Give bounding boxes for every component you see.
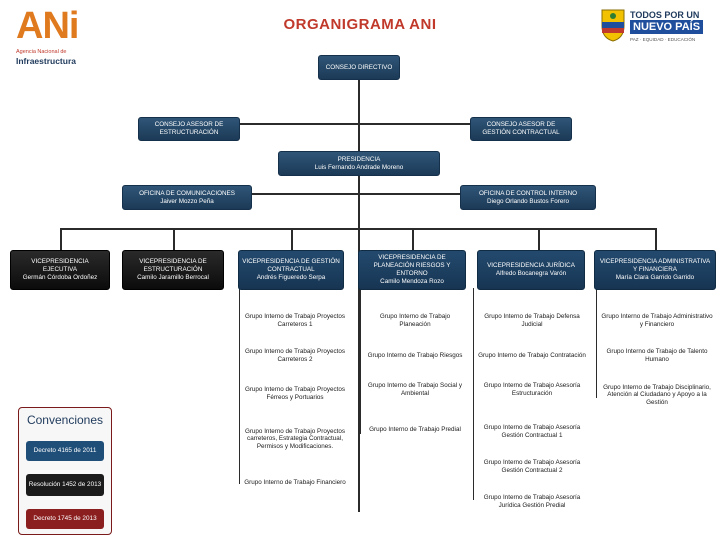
legend-item-decreto-1745: Decreto 1745 de 2013: [26, 509, 104, 529]
shield-icon: [600, 8, 626, 42]
ani-logo-line2: Infraestructura: [16, 56, 76, 66]
vp-title: VICEPRESIDENCIA ADMINISTRATIVA Y FINANCI…: [599, 258, 711, 274]
connector-line: [60, 228, 656, 230]
gov-logo: TODOS POR UN NUEVO PAÍS PAZ · EQUIDAD · …: [598, 4, 716, 58]
page-title: ORGANIGRAMA ANI: [283, 16, 437, 33]
group-item[interactable]: Grupo Interno de Trabajo Planeación: [379, 313, 451, 328]
group-item[interactable]: Grupo Interno de Trabajo Asesoría Gestió…: [483, 424, 581, 439]
connector-line: [291, 228, 293, 252]
connector-line: [173, 228, 175, 252]
vp-name: Camilo Jaramillo Berrocal: [137, 273, 209, 281]
vp-name: Camilo Mendoza Rozo: [380, 277, 444, 285]
vp-planeacion-box[interactable]: VICEPRESIDENCIA DE PLANEACIÓN RIESGOS Y …: [358, 250, 466, 290]
group-item[interactable]: Grupo Interno de Trabajo Asesoría Gestió…: [483, 459, 581, 474]
vp-name: Alfredo Bocanegra Varón: [495, 270, 567, 277]
consejo-asesor-gestion-label: CONSEJO ASESOR DE GESTIÓN CONTRACTUAL: [482, 121, 560, 136]
group-item[interactable]: Grupo Interno de Trabajo Proyectos Carre…: [244, 348, 346, 363]
consejo-directivo-box[interactable]: CONSEJO DIRECTIVO: [318, 55, 400, 80]
oficina-comunicaciones-box[interactable]: OFICINA DE COMUNICACIONES Jaiver Mozzo P…: [122, 185, 252, 210]
group-item[interactable]: Grupo Interno de Trabajo Asesoría Estruc…: [483, 382, 581, 397]
ani-logo-line1: Agencia Nacional de: [16, 49, 67, 55]
ani-logo-mark: ANi: [16, 5, 79, 47]
vp-name: Germán Córdoba Ordoñez: [22, 273, 98, 281]
connector-line: [60, 228, 62, 252]
vp-juridica-box[interactable]: VICEPRESIDENCIA JURÍDICA Alfredo Bocaneg…: [477, 250, 585, 290]
vp-title: VICEPRESIDENCIA EJECUTIVA: [31, 258, 89, 274]
group-item[interactable]: Grupo Interno de Trabajo Asesoría Jurídi…: [483, 494, 581, 509]
legend-item-decreto-4165: Decreto 4165 de 2011: [26, 441, 104, 461]
connector-line: [239, 288, 240, 484]
connector-line: [655, 228, 657, 252]
gov-logo-line3: PAZ · EQUIDAD · EDUCACIÓN: [630, 37, 696, 42]
gov-logo-line1: TODOS POR UN: [630, 10, 700, 20]
ani-logo: ANi Agencia Nacional de Infraestructura: [14, 5, 94, 69]
vp-name: María Clara Garrido Garrido: [615, 273, 695, 281]
vp-gestion-contractual-box[interactable]: VICEPRESIDENCIA DE GESTIÓN CONTRACTUAL A…: [238, 250, 344, 290]
oficina-comunicaciones-jefe: Jaiver Mozzo Peña: [160, 197, 214, 205]
group-item[interactable]: Grupo Interno de Trabajo Proyectos Carre…: [244, 313, 346, 328]
connector-line: [596, 288, 597, 398]
group-item[interactable]: Grupo Interno de Trabajo Contratación: [478, 352, 586, 360]
group-item[interactable]: Grupo Interno de Trabajo Social y Ambien…: [367, 382, 463, 397]
group-item[interactable]: Grupo Interno de Trabajo Riesgos: [367, 352, 463, 360]
group-item[interactable]: Grupo Interno de Trabajo de Talento Huma…: [606, 348, 708, 363]
group-item[interactable]: Grupo Interno de Trabajo Administrativo …: [601, 313, 713, 328]
vp-title: VICEPRESIDENCIA JURÍDICA: [487, 262, 575, 270]
consejo-asesor-estructuracion-label: CONSEJO ASESOR DE ESTRUCTURACIÓN: [154, 121, 224, 136]
connector-line: [360, 288, 361, 434]
presidente-name: Luis Fernando Andrade Moreno: [314, 163, 404, 171]
vp-title: VICEPRESIDENCIA DE PLANEACIÓN RIESGOS Y …: [373, 254, 451, 277]
connector-line: [473, 288, 474, 500]
connector-line: [412, 228, 414, 252]
presidencia-box[interactable]: PRESIDENCIA Luis Fernando Andrade Moreno: [278, 151, 440, 176]
vp-title: VICEPRESIDENCIA DE GESTIÓN CONTRACTUAL: [242, 258, 340, 274]
group-item[interactable]: Grupo Interno de Trabajo Disciplinario, …: [603, 383, 711, 406]
presidencia-label: PRESIDENCIA: [337, 155, 381, 163]
oficina-comunicaciones-label: OFICINA DE COMUNICACIONES: [139, 189, 235, 197]
consejo-asesor-gestion-box[interactable]: CONSEJO ASESOR DE GESTIÓN CONTRACTUAL: [470, 117, 572, 141]
connector-line: [358, 80, 360, 512]
group-item[interactable]: Grupo Interno de Trabajo Defensa Judicia…: [484, 313, 580, 328]
vp-estructuracion-box[interactable]: VICEPRESIDENCIA DE ESTRUCTURACIÓN Camilo…: [122, 250, 224, 290]
legend-item-resolucion-1452: Resolución 1452 de 2013: [26, 474, 104, 496]
vp-administrativa-box[interactable]: VICEPRESIDENCIA ADMINISTRATIVA Y FINANCI…: [594, 250, 716, 290]
group-item[interactable]: Grupo Interno de Trabajo Financiero: [244, 479, 346, 487]
group-item[interactable]: Grupo Interno de Trabajo Proyectos carre…: [244, 427, 346, 450]
consejo-directivo-label: CONSEJO DIRECTIVO: [325, 63, 393, 71]
connector-line: [230, 123, 488, 125]
vp-name: Andrés Figueredo Serpa: [256, 273, 326, 281]
vp-ejecutiva-box[interactable]: VICEPRESIDENCIA EJECUTIVA Germán Córdoba…: [10, 250, 110, 290]
oficina-control-interno-label: OFICINA DE CONTROL INTERNO: [478, 189, 578, 197]
group-item[interactable]: Grupo Interno de Trabajo Predial: [369, 426, 461, 434]
oficina-control-interno-jefe: Diego Orlando Bustos Forero: [487, 197, 569, 205]
legend-title: Convenciones: [26, 413, 104, 427]
oficina-control-interno-box[interactable]: OFICINA DE CONTROL INTERNO Diego Orlando…: [460, 185, 596, 210]
consejo-asesor-estructuracion-box[interactable]: CONSEJO ASESOR DE ESTRUCTURACIÓN: [138, 117, 240, 141]
group-item[interactable]: Grupo Interno de Trabajo Proyectos Férre…: [244, 386, 346, 401]
vp-title: VICEPRESIDENCIA DE ESTRUCTURACIÓN: [139, 258, 207, 274]
connector-line: [252, 193, 460, 195]
gov-logo-line2: NUEVO PAÍS: [630, 20, 704, 34]
connector-line: [538, 228, 540, 252]
